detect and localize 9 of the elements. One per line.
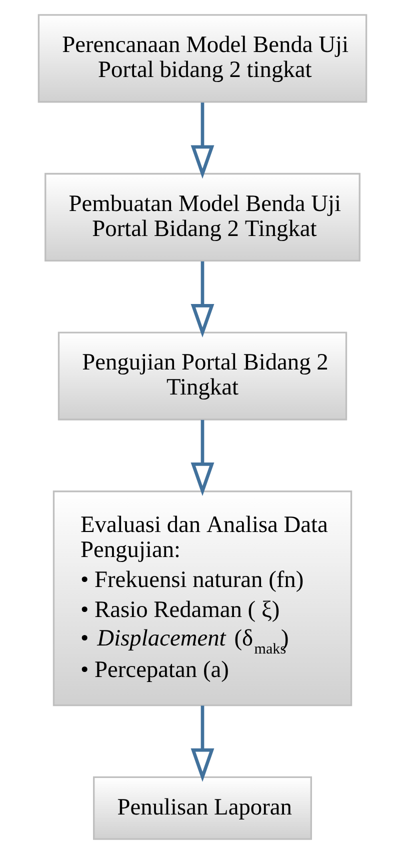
arrow bbox=[190, 102, 214, 179]
arrow bbox=[190, 261, 214, 338]
node-box: Pengujian Portal Bidang 2 Tingkat bbox=[57, 332, 347, 420]
arrow bbox=[190, 706, 214, 782]
arrow bbox=[190, 420, 214, 496]
node-box: Pembuatan Model Benda Uji Portal Bidang 2 Tingkat bbox=[44, 172, 360, 262]
node-box: Penulisan Laporan bbox=[92, 776, 312, 840]
node-box: Perencanaan Model Benda Uji Portal bidang 2 tingkat bbox=[37, 14, 367, 103]
node-box: Evaluasi dan Analisa Data Pengujian: • Frekuensi naturan (fn) • Rasio Redaman ( ξ) • Displacement (δ$_{maks}$) • Percepatan (a) bbox=[52, 490, 352, 706]
